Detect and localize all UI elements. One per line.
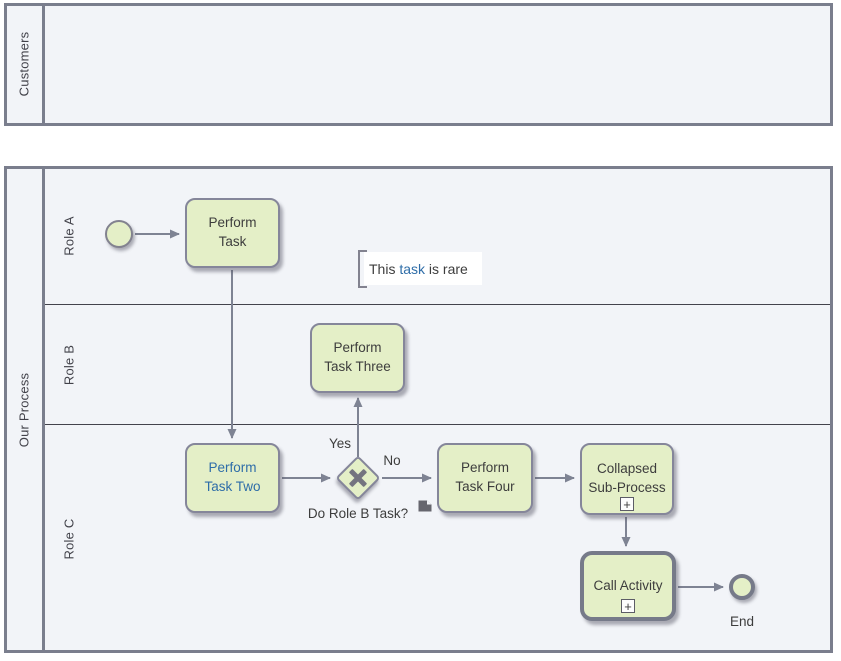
call-activity-label: Call Activity [593,577,663,593]
pool-customers-body [45,6,830,123]
end-event[interactable] [729,574,755,600]
task-perform-task-four[interactable]: Perform Task Four [437,443,533,513]
document-icon [418,500,432,512]
pool-customers-label-band [7,6,45,123]
task-perform-task[interactable]: Perform Task [185,198,280,268]
annotation-text-prefix: This [369,260,400,277]
annotation-bracket [358,250,367,288]
task-perform-task-three[interactable]: Perform Task Three [310,323,405,393]
task-perform-task-four-label: Perform Task Four [455,460,515,494]
pool-customers-label: Customers [16,31,32,97]
annotation-task-link[interactable]: task [399,260,426,277]
lane-role-b[interactable] [45,305,830,425]
collapsed-sub-process-label: Collapsed Sub-Process [588,461,666,495]
gateway-question-label: Do Role B Task? [307,506,409,521]
call-activity[interactable]: Call Activity + [580,551,676,621]
pool-our-process-label: Our Process [16,372,32,448]
task-perform-task-label: Perform Task [208,215,257,249]
task-perform-task-three-label: Perform Task Three [324,340,391,374]
task-perform-task-two[interactable]: Perform Task Two [185,443,280,513]
pool-our-process-label-band [7,169,45,650]
gateway-yes-label: Yes [328,436,352,451]
lane-role-a-label: Role A [61,216,77,256]
task-perform-task-two-link[interactable]: Perform Task Two [204,460,261,494]
pool-our-process[interactable] [4,166,833,653]
pool-our-process-body [45,169,830,650]
lane-role-a[interactable] [45,169,830,305]
subprocess-expand-icon[interactable]: + [620,497,634,511]
annotation-text-suffix: is rare [425,260,468,277]
pool-customers[interactable] [4,3,833,126]
lane-role-c-label: Role C [61,518,77,560]
text-annotation[interactable]: This task is rare [364,252,482,285]
lane-role-b-label: Role B [61,344,77,386]
end-event-label: End [729,614,755,629]
call-activity-expand-icon[interactable]: + [621,599,635,613]
collapsed-sub-process[interactable]: Collapsed Sub-Process + [580,443,674,515]
start-event[interactable] [105,220,133,248]
gateway-no-label: No [383,453,401,468]
